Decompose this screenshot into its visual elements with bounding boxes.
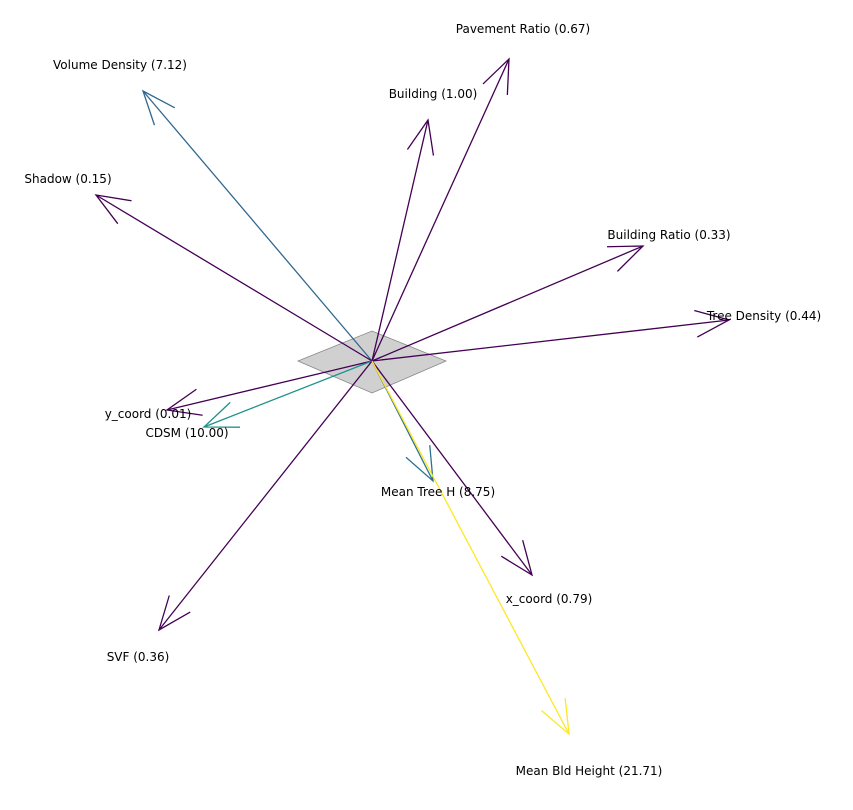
vector-label: Pavement Ratio (0.67) — [456, 22, 590, 36]
vector-label: CDSM (10.00) — [145, 426, 228, 440]
vector-label: SVF (0.36) — [107, 650, 170, 664]
vector-line — [371, 245, 644, 362]
vector-label: Tree Density (0.44) — [706, 309, 821, 323]
vector-cdsm — [202, 360, 373, 428]
vector-line — [95, 194, 373, 362]
vector-line — [158, 360, 373, 631]
arrowhead-icon — [541, 698, 570, 736]
vector-volume-density — [141, 89, 373, 362]
vector-label: Building (1.00) — [389, 87, 478, 101]
vector-line — [166, 360, 373, 411]
vector-label: Volume Density (7.12) — [53, 58, 187, 72]
vector-line — [371, 319, 730, 362]
vector-label: Mean Tree H (8.75) — [381, 485, 495, 499]
arrowhead-icon — [94, 194, 132, 225]
vector-building — [371, 118, 435, 362]
vector-line — [371, 360, 533, 576]
vector-label: Mean Bld Height (21.71) — [516, 764, 663, 778]
arrowhead-icon — [405, 445, 434, 483]
arrowhead-icon — [406, 118, 435, 156]
arrowhead-icon — [202, 401, 241, 428]
vector-pavement-ratio — [371, 57, 510, 362]
vector-tree-density — [371, 309, 731, 362]
arrowhead-icon — [157, 595, 191, 632]
vector-line — [371, 58, 510, 362]
vector-line — [203, 360, 373, 428]
vector-line — [371, 119, 429, 362]
vector-y-coord — [165, 360, 373, 416]
vector-x-coord — [371, 360, 534, 577]
arrowhead-icon — [500, 540, 534, 577]
vector-mean-bld-height — [371, 360, 570, 736]
vector-label: x_coord (0.79) — [506, 592, 593, 606]
arrowhead-icon — [141, 89, 176, 126]
vector-line — [371, 360, 570, 735]
arrowhead-icon — [606, 245, 645, 272]
vector-shadow — [94, 194, 373, 362]
arrowhead-icon — [694, 309, 731, 338]
vector-line — [142, 90, 373, 362]
vector-building-ratio — [371, 245, 645, 362]
vector-label: Building Ratio (0.33) — [607, 228, 730, 242]
vector-label: y_coord (0.01) — [105, 407, 192, 421]
vector-svf — [157, 360, 373, 632]
vector-label: Shadow (0.15) — [24, 172, 111, 186]
arrowhead-icon — [482, 57, 510, 95]
arrowhead-icon — [165, 388, 203, 416]
